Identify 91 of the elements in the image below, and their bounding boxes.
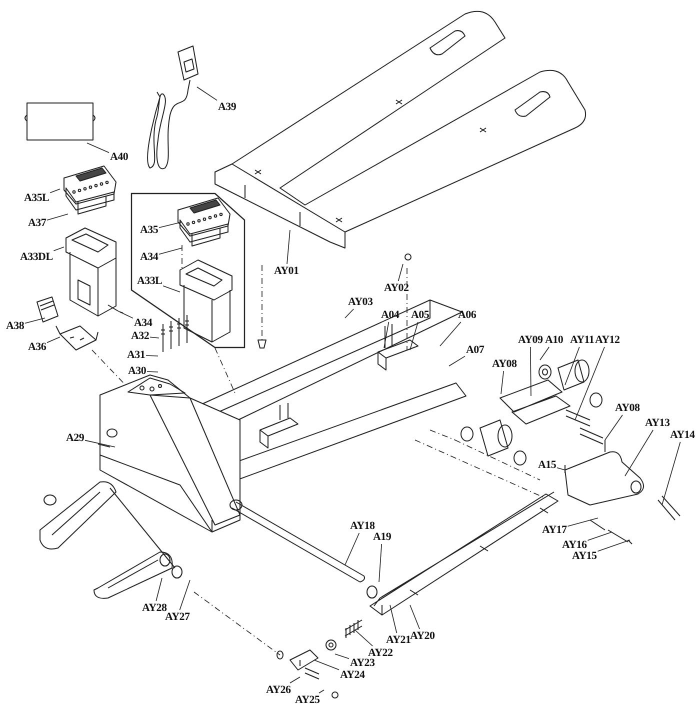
callout-number: AY13 [645,417,670,429]
leader-line [574,346,605,420]
callout-number: A38 [6,320,24,332]
leader-line [587,532,612,541]
leader-line [398,264,404,282]
callout-number: AY01 [274,265,299,277]
callout-number: AY28 [142,602,167,614]
leader-line [286,230,290,264]
callout-number: A34 [140,251,158,263]
callout-number: AY12 [595,334,620,346]
leader-line [150,336,160,338]
callout-number: A36 [28,341,46,353]
callout-number: AY22 [368,647,393,659]
callout-number: AY27 [165,611,190,623]
leader-line [196,86,218,101]
leader-line [556,467,566,470]
callout-number: AY08 [615,402,640,414]
callout-number: AY08 [492,358,517,370]
leader-line [530,346,532,396]
leader-line [118,310,134,319]
leader-line [314,660,340,670]
callout-number: AY17 [542,524,567,536]
leader-line [500,370,504,394]
leader-line [410,604,420,630]
leader-line [290,676,300,684]
leader-line [597,540,630,552]
leader-line [146,355,158,356]
leader-line [158,222,182,228]
callout-number: AY03 [348,296,373,308]
callout-number: AY14 [670,429,695,441]
callout-number: A07 [466,344,484,356]
callout-number: AY25 [295,694,320,706]
callout-number: A40 [110,151,128,163]
leader-line [46,336,60,343]
inset-frame [131,193,245,348]
callout-number: A10 [545,334,564,346]
leader-line [84,440,116,448]
leader-line [50,188,60,194]
callout-number: AY15 [572,550,597,562]
leader-line [662,442,681,506]
callout-number: AY21 [386,634,411,646]
leader-line [53,246,64,252]
callout-number: A33DL [20,251,53,263]
callout-number: A31 [127,349,146,361]
leader-line [24,318,46,324]
callout-number: A35L [24,192,50,204]
leader-line [564,346,580,386]
leader-line [604,414,623,440]
leader-line [448,356,466,366]
callout-number: AY02 [384,282,409,294]
leader-line [344,532,360,566]
leader-line [179,580,190,610]
callout-number: A37 [28,217,46,229]
leader-line [410,322,418,350]
leader-line [46,214,68,220]
leader-line [390,604,398,634]
callout-number: A34 [134,317,152,329]
callout-number: A04 [381,309,400,321]
leader-line [158,248,182,255]
leader-line [378,544,382,582]
callout-number: AY23 [350,657,375,669]
callout-number: A29 [66,432,84,444]
callout-number: A32 [131,330,150,342]
leader-line [344,308,354,318]
leader-line [146,371,158,372]
callout-number: AY26 [266,684,291,696]
callout-number: A19 [373,531,392,543]
callout-number: AY09 [518,334,543,346]
leader-line [624,430,654,476]
leader-line [540,346,550,360]
callout-number: AY18 [350,520,375,532]
leader-line [567,518,598,527]
callout-number: AY16 [562,539,587,551]
callout-number: AY20 [410,630,435,642]
callout-number: AY11 [570,334,594,346]
leader-line [318,690,324,694]
leader-line [86,142,110,153]
leader-line [334,654,350,659]
callout-number: A15 [538,459,556,471]
callout-number: A33L [137,275,162,287]
leader-line [384,322,390,348]
callout-number: A06 [458,309,476,321]
callout-number: A39 [218,101,236,113]
leader-line [440,322,462,346]
callout-number: A35 [140,224,158,236]
leader-line [156,578,162,602]
leader-line [354,630,373,646]
leader-line [162,286,180,292]
callout-number: AY24 [340,669,365,681]
callout-number: A05 [411,309,430,321]
callout-number: A30 [128,365,146,377]
